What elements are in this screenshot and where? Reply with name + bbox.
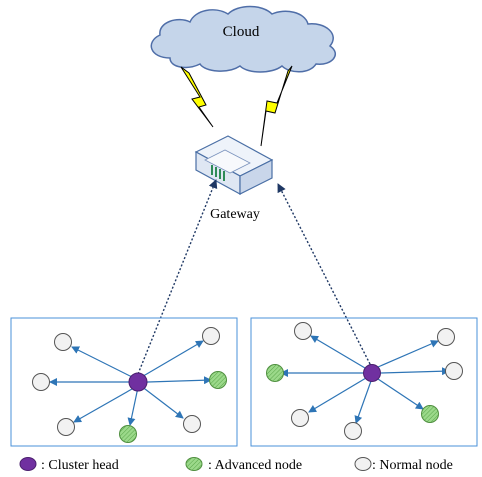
legend-normal-node-label: : Normal node [372, 458, 453, 473]
normal-node [54, 333, 72, 351]
normal-node [437, 328, 455, 346]
legend-advanced-node-label: : Advanced node [208, 458, 302, 473]
gateway-label: Gateway [210, 207, 260, 222]
cluster-box-right [250, 317, 478, 447]
advanced-node [266, 364, 284, 382]
normal-node [344, 422, 362, 440]
legend: : Cluster head : Advanced node : Normal … [19, 457, 453, 473]
cluster-links-left [49, 340, 212, 426]
legend-advanced-node-icon [185, 457, 203, 471]
lightning-icon [260, 65, 293, 147]
normal-node [32, 373, 50, 391]
cloud-label: Cloud [223, 24, 260, 40]
advanced-node [421, 405, 439, 423]
normal-node [202, 327, 220, 345]
advanced-node [209, 371, 227, 389]
cloud-icon [150, 5, 336, 73]
normal-node [291, 409, 309, 427]
cluster-links-right [280, 335, 450, 424]
normal-node [294, 322, 312, 340]
lightning-icon [180, 66, 214, 128]
gateway-link-left [130, 179, 218, 384]
router-icon [194, 135, 274, 196]
legend-cluster-head-icon [19, 457, 37, 471]
cluster-head-node [363, 364, 381, 382]
legend-normal-node-icon [354, 457, 372, 471]
legend-cluster-head-label: : Cluster head [41, 458, 119, 473]
gateway-link-right [277, 183, 378, 374]
advanced-node [119, 425, 137, 443]
normal-node [57, 418, 75, 436]
cluster-head-node [128, 372, 148, 392]
normal-node [183, 415, 201, 433]
cluster-box-left [10, 317, 238, 447]
normal-node [445, 362, 463, 380]
